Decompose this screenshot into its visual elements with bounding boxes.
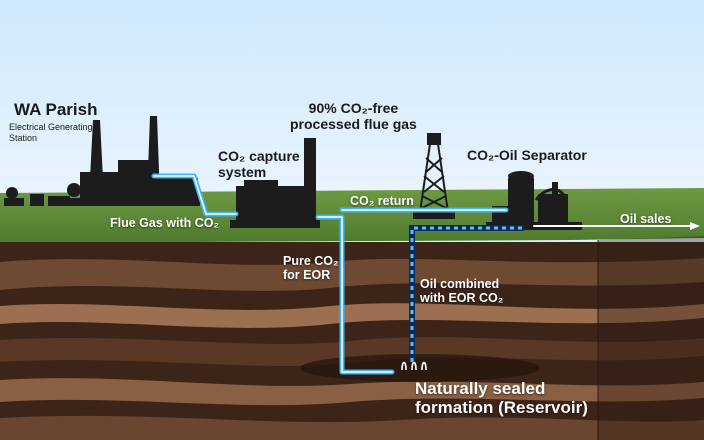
capture-label-line1: CO₂ capture	[218, 148, 300, 164]
pure-co2-line1: Pure CO₂	[283, 254, 339, 268]
plant-subtitle-line2: Station	[9, 132, 38, 143]
free-gas-line2: processed flue gas	[290, 115, 417, 132]
oil-sales-label: Oil sales	[620, 212, 672, 226]
oil-combined-label: Oil combined with EOR CO₂	[420, 277, 503, 305]
co2-return-label: CO₂ return	[350, 194, 414, 208]
separator-label: CO₂-Oil Separator	[467, 147, 587, 163]
plant-title: WA Parish	[14, 100, 98, 119]
plant-subtitle: Electrical Generating Station	[9, 122, 93, 143]
oil-combined-line1: Oil combined	[420, 277, 500, 291]
reservoir-label: Naturally sealed formation (Reservoir)	[415, 379, 588, 417]
free-gas-line1: 90% CO₂-free	[308, 100, 399, 116]
oil-combined-line2: with EOR CO₂	[420, 291, 504, 305]
oil-return-line	[409, 225, 524, 362]
reservoir-line1: Naturally sealed	[415, 379, 546, 398]
pure-co2-label: Pure CO₂ for EOR	[283, 254, 339, 282]
capture-label-line2: system	[218, 163, 267, 180]
capture-system-label: CO₂ capture system	[218, 148, 300, 180]
pure-co2-line2: for EOR	[283, 268, 331, 282]
earth-layers	[0, 236, 704, 440]
processed-flue-gas-label: 90% CO₂-free processed flue gas	[290, 100, 417, 132]
capture-system	[230, 138, 320, 228]
reservoir-line2: formation (Reservoir)	[415, 398, 588, 418]
co2-pipes	[151, 173, 700, 375]
reservoir-wells	[401, 361, 427, 371]
oil-derrick	[413, 133, 455, 219]
flue-gas-label: Flue Gas with CO₂	[110, 216, 220, 230]
sky	[0, 0, 704, 205]
background-buildings	[4, 183, 81, 206]
reservoir-pocket	[300, 354, 540, 382]
plant-subtitle-line1: Electrical Generating	[9, 122, 93, 132]
